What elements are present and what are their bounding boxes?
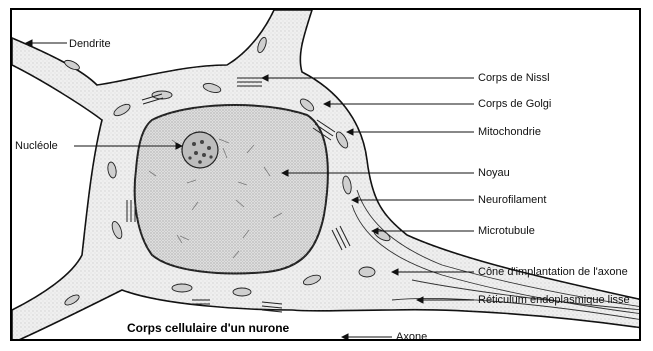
figure-caption: Corps cellulaire d'un nurone <box>127 321 289 335</box>
label-nissl: Corps de Nissl <box>478 72 550 84</box>
diagram-frame: Dendrite Corps de Nissl Corps de Golgi M… <box>10 8 641 341</box>
label-axone: Axone <box>396 331 427 341</box>
label-neurofil: Neurofilament <box>478 194 546 206</box>
label-microtub: Microtubule <box>478 225 535 237</box>
label-dendrite: Dendrite <box>69 38 111 50</box>
neuron-illustration <box>12 10 641 341</box>
label-golgi: Corps de Golgi <box>478 98 551 110</box>
label-cone: Cône d'implantation de l'axone <box>478 266 628 278</box>
label-noyau: Noyau <box>478 167 510 179</box>
label-nucleole: Nucléole <box>15 140 58 152</box>
label-mito: Mitochondrie <box>478 126 541 138</box>
label-reticulum: Réticulum endoplasmique lisse <box>478 294 630 306</box>
